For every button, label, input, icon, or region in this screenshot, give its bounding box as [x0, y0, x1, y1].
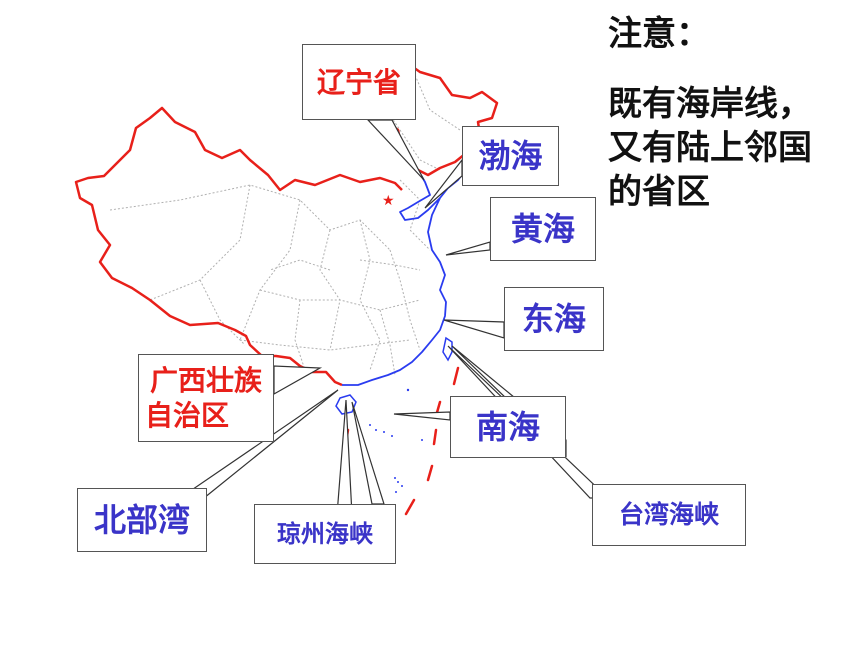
- label-donghai: 东海: [504, 287, 604, 351]
- label-taiwan: 台湾海峡: [592, 484, 746, 546]
- note-title: 注意：: [608, 14, 710, 54]
- note-line: 的省区: [608, 172, 710, 213]
- province-boundaries: [109, 74, 461, 376]
- label-taiwan-text: 台湾海峡: [618, 500, 719, 530]
- label-guangxi: 广西壮族 自治区: [138, 354, 274, 442]
- land-border: [74, 63, 499, 387]
- label-bohai: 渤海: [462, 126, 559, 186]
- taiwan-island: [442, 336, 453, 362]
- label-beibuwan: 北部湾: [77, 488, 207, 552]
- label-huanghai-text: 黄海: [510, 210, 575, 248]
- label-qiongzhou-text: 琼州海峡: [277, 520, 373, 548]
- label-guangxi-line1: 广西壮族: [149, 364, 262, 397]
- label-huanghai: 黄海: [490, 197, 596, 261]
- capital-star-icon: ★: [382, 193, 395, 209]
- hainan-island: [335, 394, 357, 415]
- label-qiongzhou: 琼州海峡: [254, 504, 396, 564]
- label-donghai-text: 东海: [521, 300, 586, 338]
- label-nanhai: 南海: [450, 396, 566, 458]
- label-liaoning-text: 辽宁省: [316, 65, 401, 99]
- south-sea-islands: [369, 388, 423, 493]
- note-line: 既有海岸线，: [608, 84, 812, 124]
- label-nanhai-text: 南海: [475, 408, 540, 446]
- label-beibuwan-text: 北部湾: [93, 501, 190, 539]
- label-liaoning: 辽宁省: [302, 44, 416, 120]
- note-body: 既有海岸线， 又有陆上邻国 的省区: [608, 82, 812, 215]
- note-line: 又有陆上邻国: [608, 128, 812, 169]
- label-bohai-text: 渤海: [478, 137, 543, 175]
- label-guangxi-line2: 自治区: [145, 399, 230, 432]
